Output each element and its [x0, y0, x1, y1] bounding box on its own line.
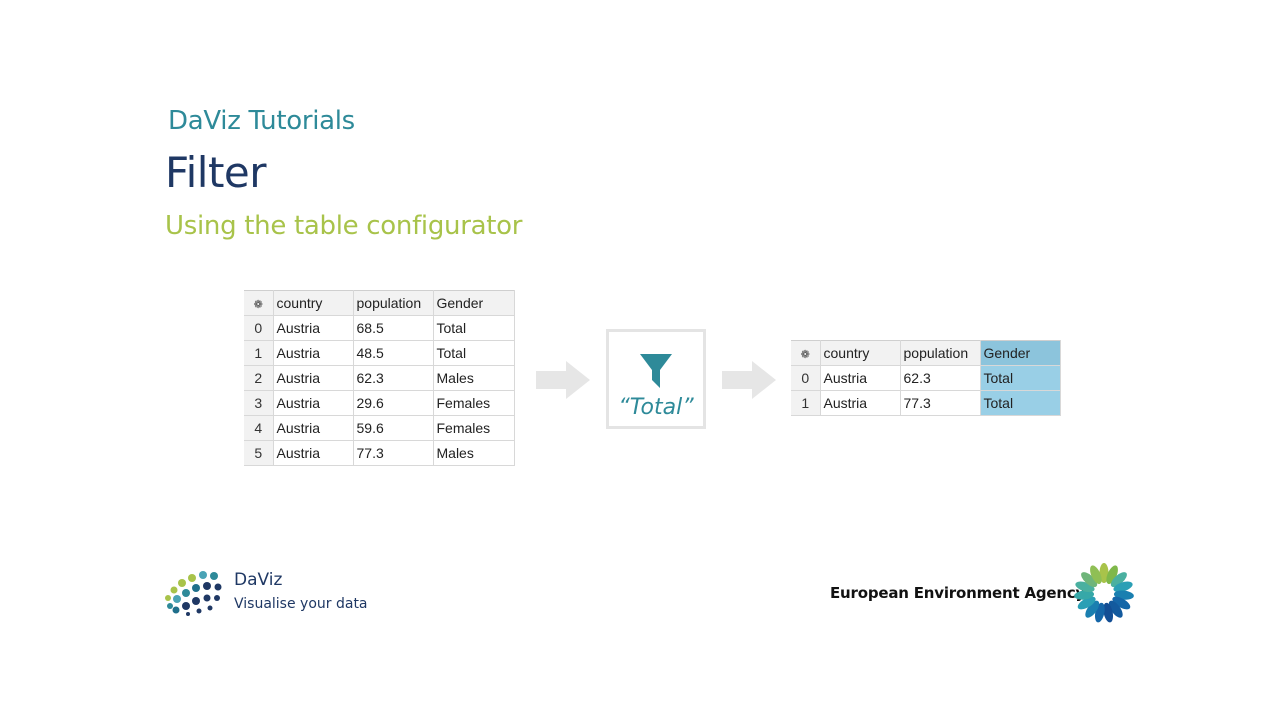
- daviz-brand-name: DaViz: [234, 570, 283, 590]
- filter-value: “Total”: [618, 395, 694, 420]
- cell-country: Austria: [820, 365, 901, 391]
- row-index: 5: [244, 440, 274, 466]
- cell-country: Austria: [273, 415, 354, 441]
- column-header-gender[interactable]: Gender: [433, 290, 515, 316]
- settings-gear-icon[interactable]: ❁: [791, 340, 821, 366]
- series-title: DaViz Tutorials: [168, 106, 355, 136]
- result-table: ❁ country population Gender 0 Austria 62…: [791, 340, 1061, 416]
- cell-population: 68.5: [353, 315, 434, 341]
- table-header-row: ❁ country population Gender: [244, 290, 515, 316]
- cell-country: Austria: [820, 390, 901, 416]
- filter-box: “Total”: [606, 329, 706, 429]
- cell-gender: Females: [433, 415, 515, 441]
- daviz-logo: [165, 571, 222, 616]
- cell-country: Austria: [273, 390, 354, 416]
- slide-title: Filter: [165, 148, 267, 197]
- eea-name: European Environment Agency: [830, 584, 1086, 602]
- cell-country: Austria: [273, 365, 354, 391]
- table-row: 0 Austria 62.3 Total: [791, 365, 1061, 391]
- cell-gender: Females: [433, 390, 515, 416]
- column-header-country[interactable]: country: [820, 340, 901, 366]
- row-index: 3: [244, 390, 274, 416]
- cell-gender: Males: [433, 365, 515, 391]
- eea-logo-icon: [1074, 563, 1134, 623]
- cell-gender: Total: [980, 390, 1061, 416]
- cell-country: Austria: [273, 315, 354, 341]
- table-row: 4 Austria 59.6 Females: [244, 415, 515, 441]
- table-row: 2 Austria 62.3 Males: [244, 365, 515, 391]
- table-row: 5 Austria 77.3 Males: [244, 440, 515, 466]
- daviz-tagline: Visualise your data: [234, 596, 368, 612]
- column-header-population[interactable]: population: [353, 290, 434, 316]
- table-row: 0 Austria 68.5 Total: [244, 315, 515, 341]
- row-index: 1: [244, 340, 274, 366]
- filter-funnel-icon: [640, 354, 672, 388]
- settings-gear-icon[interactable]: ❁: [244, 290, 274, 316]
- cell-population: 59.6: [353, 415, 434, 441]
- cell-population: 77.3: [353, 440, 434, 466]
- row-index: 0: [791, 365, 821, 391]
- column-header-gender[interactable]: Gender: [980, 340, 1061, 366]
- cell-population: 48.5: [353, 340, 434, 366]
- cell-population: 62.3: [353, 365, 434, 391]
- cell-gender: Total: [433, 340, 515, 366]
- row-index: 0: [244, 315, 274, 341]
- table-row: 3 Austria 29.6 Females: [244, 390, 515, 416]
- row-index: 1: [791, 390, 821, 416]
- cell-gender: Total: [980, 365, 1061, 391]
- cell-population: 77.3: [900, 390, 981, 416]
- cell-population: 29.6: [353, 390, 434, 416]
- cell-country: Austria: [273, 340, 354, 366]
- cell-country: Austria: [273, 440, 354, 466]
- row-index: 4: [244, 415, 274, 441]
- right-arrow-icon: [536, 361, 590, 399]
- column-header-population[interactable]: population: [900, 340, 981, 366]
- table-header-row: ❁ country population Gender: [791, 340, 1061, 366]
- table-row: 1 Austria 48.5 Total: [244, 340, 515, 366]
- row-index: 2: [244, 365, 274, 391]
- right-arrow-icon: [722, 361, 776, 399]
- cell-population: 62.3: [900, 365, 981, 391]
- cell-gender: Total: [433, 315, 515, 341]
- cell-gender: Males: [433, 440, 515, 466]
- source-table: ❁ country population Gender 0 Austria 68…: [244, 290, 515, 466]
- slide-subtitle: Using the table configurator: [165, 211, 523, 241]
- column-header-country[interactable]: country: [273, 290, 354, 316]
- table-row: 1 Austria 77.3 Total: [791, 390, 1061, 416]
